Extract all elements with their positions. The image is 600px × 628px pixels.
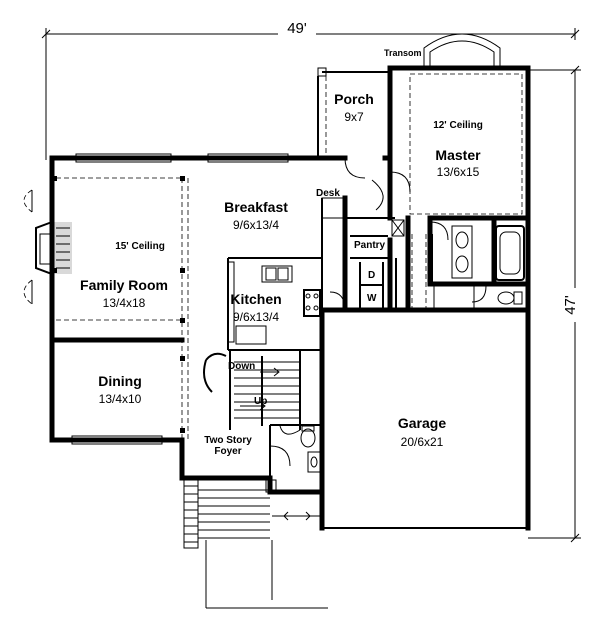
- family-name: Family Room: [80, 277, 168, 293]
- front-entry: [183, 479, 328, 609]
- bath-fixtures: [433, 225, 525, 309]
- washer-label: W: [367, 293, 377, 304]
- fireplace: [35, 220, 72, 276]
- width-label: 49': [287, 20, 307, 37]
- depth-label: 47': [562, 295, 579, 315]
- dining-size: 13/4x10: [99, 392, 142, 406]
- dryer-label: D: [368, 270, 375, 281]
- master-size: 13/6x15: [437, 165, 480, 179]
- side-door-top: [23, 189, 33, 213]
- transom-arch: [423, 33, 501, 68]
- master-name: Master: [435, 147, 481, 163]
- porch-name: Porch: [334, 91, 374, 107]
- master-ceiling-outline: [409, 73, 523, 215]
- garage-name: Garage: [398, 415, 446, 431]
- desk-counter: [321, 197, 347, 219]
- interior-walls: [49, 167, 531, 492]
- door-swings: [269, 157, 487, 467]
- stair-down-label: Down: [228, 361, 255, 372]
- windows: [71, 153, 289, 445]
- porch-size: 9x7: [344, 110, 364, 124]
- foyer-line1: Two Story: [204, 435, 252, 446]
- family-size: 13/4x18: [103, 296, 146, 310]
- stairs: [203, 352, 300, 426]
- breakfast-name: Breakfast: [224, 199, 288, 215]
- family-ceiling: 15' Ceiling: [115, 241, 165, 252]
- kitchen-fixtures: [227, 261, 321, 345]
- master-ceiling: 12' Ceiling: [433, 120, 483, 131]
- dining-name: Dining: [98, 373, 142, 389]
- breakfast-size: 9/6x13/4: [233, 218, 279, 232]
- side-door-bottom: [23, 279, 33, 305]
- garage-size: 20/6x21: [401, 435, 444, 449]
- transom-label: Transom: [384, 48, 422, 58]
- depth-dimension: 47': [562, 65, 588, 543]
- closet-marks: [391, 219, 433, 310]
- foyer-line2: Foyer: [214, 446, 241, 457]
- stair-up-label: Up: [254, 396, 267, 407]
- kitchen-size: 9/6x13/4: [233, 310, 279, 324]
- powder-room-fixtures: [300, 425, 321, 473]
- kitchen-name: Kitchen: [230, 291, 281, 307]
- width-dimension: 49': [41, 18, 580, 40]
- pantry-label: Pantry: [354, 240, 386, 251]
- desk-label: Desk: [316, 188, 340, 199]
